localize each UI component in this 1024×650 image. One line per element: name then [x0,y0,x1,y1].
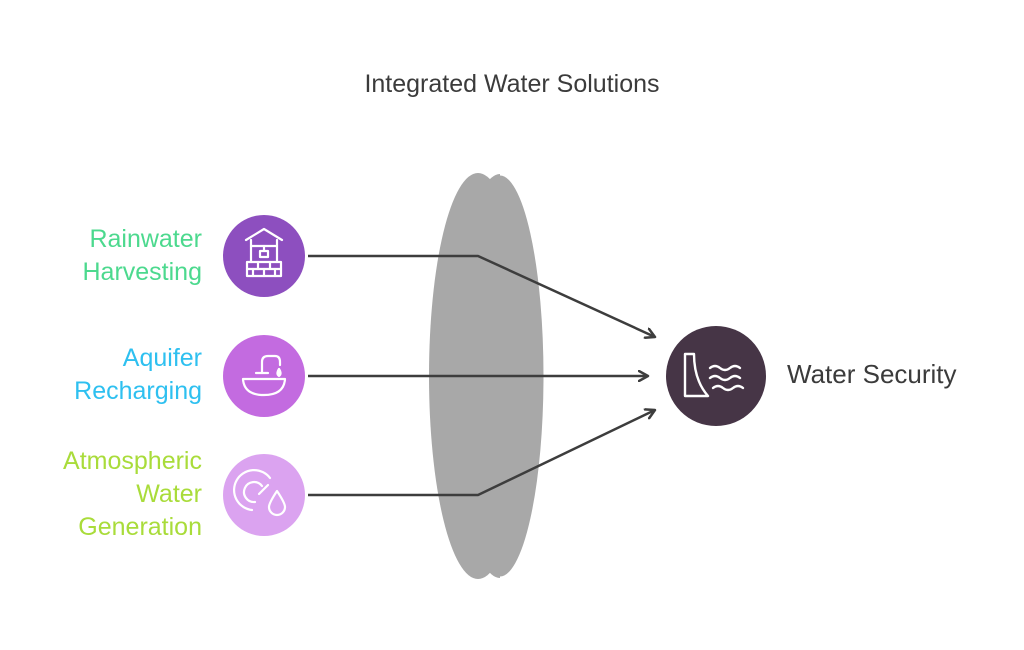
arrows [308,254,655,497]
aquifer-node [223,335,305,417]
rainwater-node [223,215,305,297]
arrow-atmospheric [308,410,655,497]
rainwater-label-line-1: Rainwater [89,225,202,253]
aquifer-label: Aquifer Recharging [74,342,202,408]
atmospheric-label: Atmospheric Water Generation [63,445,202,544]
aquifer-label-line-1: Aquifer [122,344,202,372]
atmospheric-label-line-3: Generation [78,513,202,541]
gauge-drop-icon [232,469,287,517]
well-icon [244,227,284,278]
water-security-node [666,326,766,426]
rainwater-label: Rainwater Harvesting [83,223,203,289]
atmospheric-node [223,454,305,536]
dam-waves-icon [683,352,745,398]
aquifer-label-line-2: Recharging [74,377,202,405]
diagram-title: Integrated Water Solutions [364,70,660,98]
atmospheric-label-line-2: Water [136,480,202,508]
faucet-basin-icon [241,354,287,397]
water-security-label: Water Security [787,359,957,389]
atmospheric-label-line-1: Atmospheric [63,447,202,475]
arrow-rainwater [308,254,655,337]
rainwater-label-line-2: Harvesting [82,258,203,286]
